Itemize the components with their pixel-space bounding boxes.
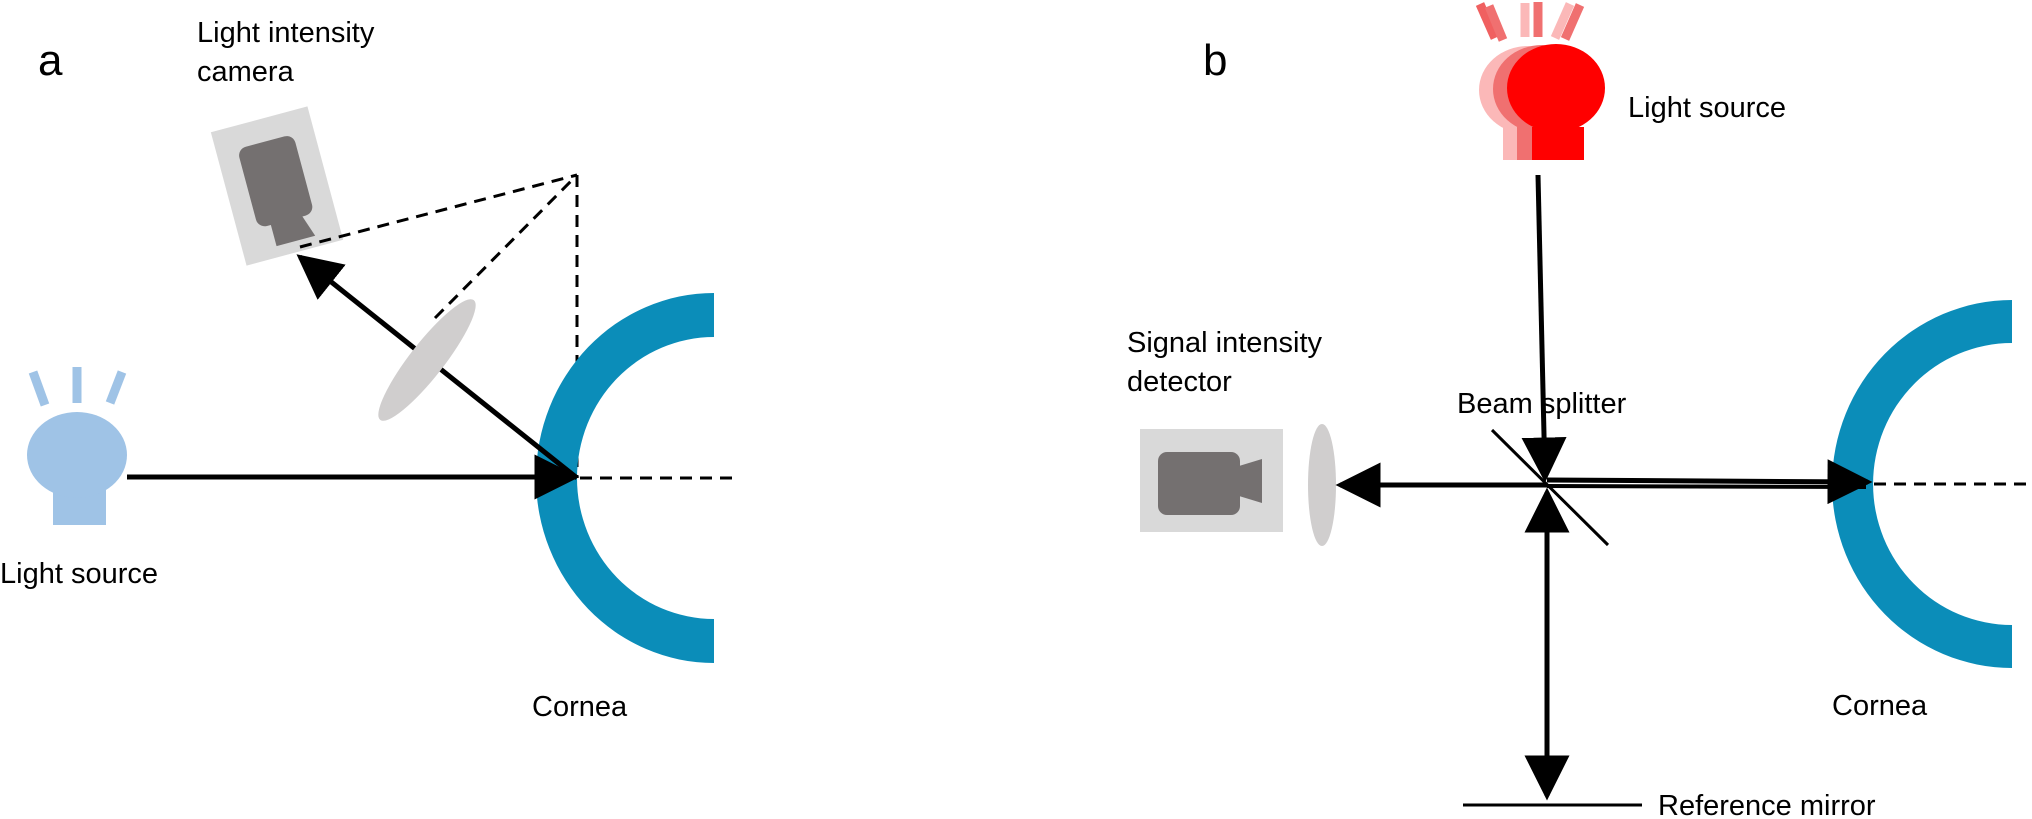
incident-beam-b: [1521, 174, 1567, 483]
cornea-b-label: Cornea: [1832, 690, 1928, 722]
cornea-b: [1832, 300, 2012, 668]
detector-label-line1: Signal intensity: [1127, 327, 1323, 359]
beams-b: [1335, 174, 1873, 801]
detector-label-line2: detector: [1127, 366, 1232, 398]
camera-icon: [239, 136, 316, 247]
light-source-b-icon: [1475, 2, 1605, 160]
beam-to-cornea-b-return: [1546, 484, 1867, 489]
beam-splitter-label: Beam splitter: [1457, 388, 1627, 420]
light-source-a-label: Light source: [0, 558, 158, 590]
cornea-a: [536, 293, 714, 663]
panel-b: b Light source Signa: [1127, 2, 2032, 819]
projection-dashed-lines: [299, 173, 579, 478]
cornea-a-label: Cornea: [532, 691, 628, 723]
video-camera-icon: [1158, 452, 1262, 515]
light-source-b-main: [1507, 44, 1605, 160]
panel-b-label: b: [1203, 36, 1227, 85]
light-source-b-label: Light source: [1628, 92, 1786, 124]
reference-mirror-label: Reference mirror: [1658, 790, 1876, 819]
camera-label-line2: camera: [197, 56, 295, 88]
lens-a: [378, 299, 476, 421]
signal-intensity-detector: [1140, 429, 1283, 532]
beam-splitter: [1490, 428, 1610, 547]
lens-b: [1308, 424, 1336, 546]
beam-to-cornea-b: [1546, 459, 1873, 505]
panel-a: a Light intensity camera Lig: [0, 17, 735, 723]
panel-a-label: a: [38, 36, 63, 85]
light-intensity-camera: [210, 106, 344, 266]
camera-label-line1: Light intensity: [197, 17, 375, 49]
light-source-a-icon: [27, 367, 127, 525]
